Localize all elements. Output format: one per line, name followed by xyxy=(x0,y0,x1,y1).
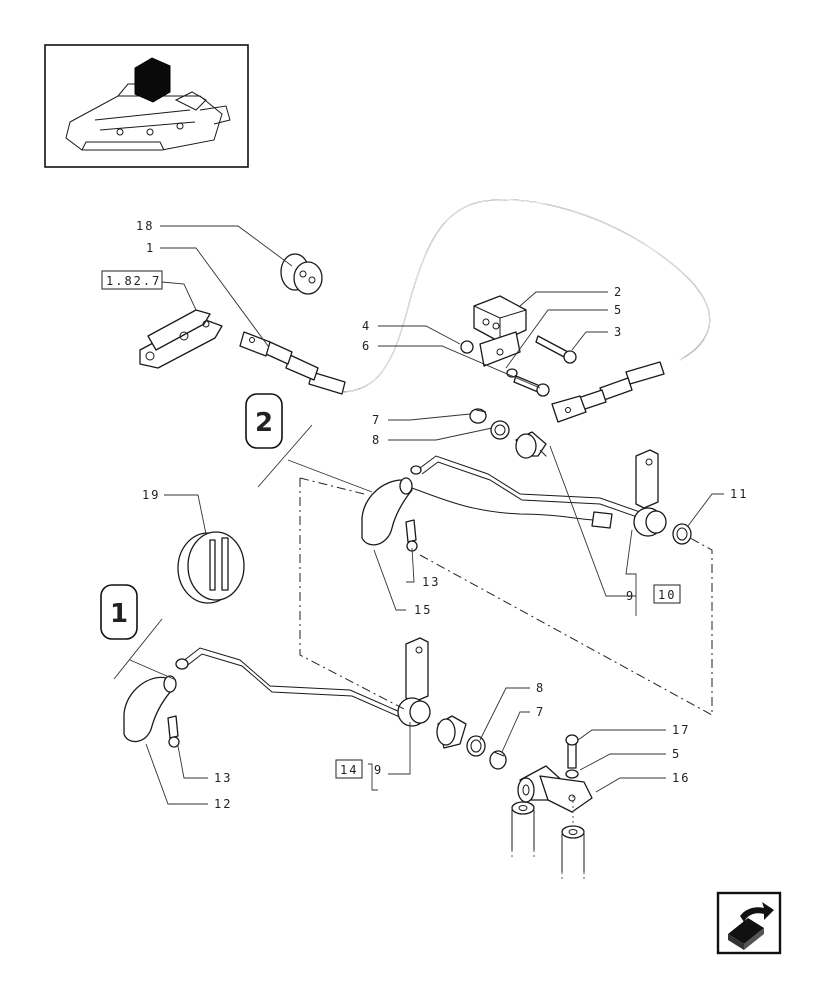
cover-19 xyxy=(177,531,245,604)
callout-11: 11 xyxy=(730,487,748,501)
callout-5-lower: 5 xyxy=(672,747,681,761)
reference-box-10[interactable]: 10 xyxy=(653,584,681,604)
plug-18 xyxy=(280,253,323,295)
version-1-label: 1 xyxy=(110,599,128,629)
callout-3: 3 xyxy=(614,325,623,339)
cable-bracket xyxy=(460,295,577,397)
reference-14-label: 14 xyxy=(340,763,358,777)
version-marker-1: 1 xyxy=(100,584,177,681)
clevis-16 xyxy=(511,734,593,882)
callout-9-lower: 9 xyxy=(374,763,383,777)
thumbnail-locator xyxy=(44,44,249,168)
upper-small-parts xyxy=(469,408,547,459)
callout-5-upper: 5 xyxy=(614,303,623,317)
callout-15: 15 xyxy=(414,603,432,617)
reference-1827-label: 1.82.7 xyxy=(106,274,161,288)
callout-labels: 18 1 2 5 3 4 6 7 8 19 13 15 9 11 13 12 9… xyxy=(136,219,748,811)
callout-18: 18 xyxy=(136,219,154,233)
version-2-label: 2 xyxy=(255,408,273,438)
callout-16: 16 xyxy=(672,771,690,785)
callout-17: 17 xyxy=(672,723,690,737)
linkage-plate xyxy=(139,309,223,369)
leader-lines xyxy=(145,225,724,805)
callout-19: 19 xyxy=(142,488,160,502)
callout-7-upper: 7 xyxy=(372,413,381,427)
callout-9-upper: 9 xyxy=(626,589,635,603)
callout-7-lower: 7 xyxy=(536,705,545,719)
reference-10-label: 10 xyxy=(658,588,676,602)
callout-6: 6 xyxy=(362,339,371,353)
callout-8-upper: 8 xyxy=(372,433,381,447)
callout-13-upper: 13 xyxy=(422,575,440,589)
lower-lever xyxy=(123,637,507,770)
next-page-arrow-icon[interactable] xyxy=(716,891,782,955)
assembly-lines xyxy=(299,449,713,716)
callout-8-lower: 8 xyxy=(536,681,545,695)
callout-2: 2 xyxy=(614,285,623,299)
callout-12: 12 xyxy=(214,797,232,811)
callout-4: 4 xyxy=(362,319,371,333)
callout-13-lower: 13 xyxy=(214,771,232,785)
control-cable xyxy=(239,199,711,423)
reference-box-1827[interactable]: 1.82.7 xyxy=(101,270,163,290)
upper-lever xyxy=(361,449,692,552)
version-marker-2: 2 xyxy=(245,393,373,493)
reference-box-14[interactable]: 14 xyxy=(335,759,363,779)
callout-1: 1 xyxy=(146,241,155,255)
